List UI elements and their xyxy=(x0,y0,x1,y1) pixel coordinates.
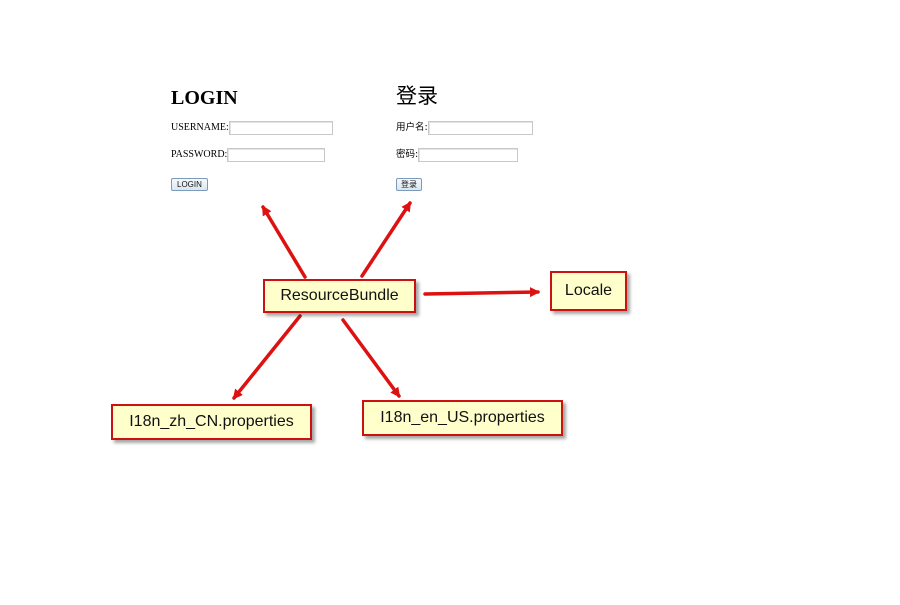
properties-zh-box: I18n_zh_CN.properties xyxy=(111,404,312,440)
password-label-zh: 密码: xyxy=(396,149,419,160)
login-form-zh: 登录 用户名: 密码: 登录 xyxy=(396,84,533,192)
arrow-to-properties-zh xyxy=(232,314,302,400)
arrow-to-login-zh xyxy=(360,201,412,278)
login-form-en: LOGIN USERNAME: PASSWORD: LOGIN xyxy=(171,86,333,192)
password-label-en: PASSWORD: xyxy=(171,149,228,160)
arrow-to-login-en xyxy=(261,205,307,279)
username-input-zh[interactable] xyxy=(427,121,533,135)
password-row-zh: 密码: xyxy=(396,147,533,163)
login-button-en[interactable]: LOGIN xyxy=(171,178,208,191)
resource-bundle-box: ResourceBundle xyxy=(263,279,416,313)
login-title-en: LOGIN xyxy=(171,87,238,109)
username-input-en[interactable] xyxy=(228,121,333,135)
username-label-zh: 用户名: xyxy=(396,122,428,133)
username-row-en: USERNAME: xyxy=(171,120,333,136)
username-label-en: USERNAME: xyxy=(171,122,229,133)
password-input-zh[interactable] xyxy=(418,148,519,162)
locale-box: Locale xyxy=(550,271,627,311)
arrow-to-locale xyxy=(423,287,540,298)
login-button-zh[interactable]: 登录 xyxy=(396,178,422,191)
password-row-en: PASSWORD: xyxy=(171,147,333,163)
username-row-zh: 用户名: xyxy=(396,120,533,136)
properties-en-box: I18n_en_US.properties xyxy=(362,400,563,436)
password-input-en[interactable] xyxy=(227,148,326,162)
login-title-zh: 登录 xyxy=(396,84,438,108)
arrow-to-properties-en xyxy=(341,318,401,398)
